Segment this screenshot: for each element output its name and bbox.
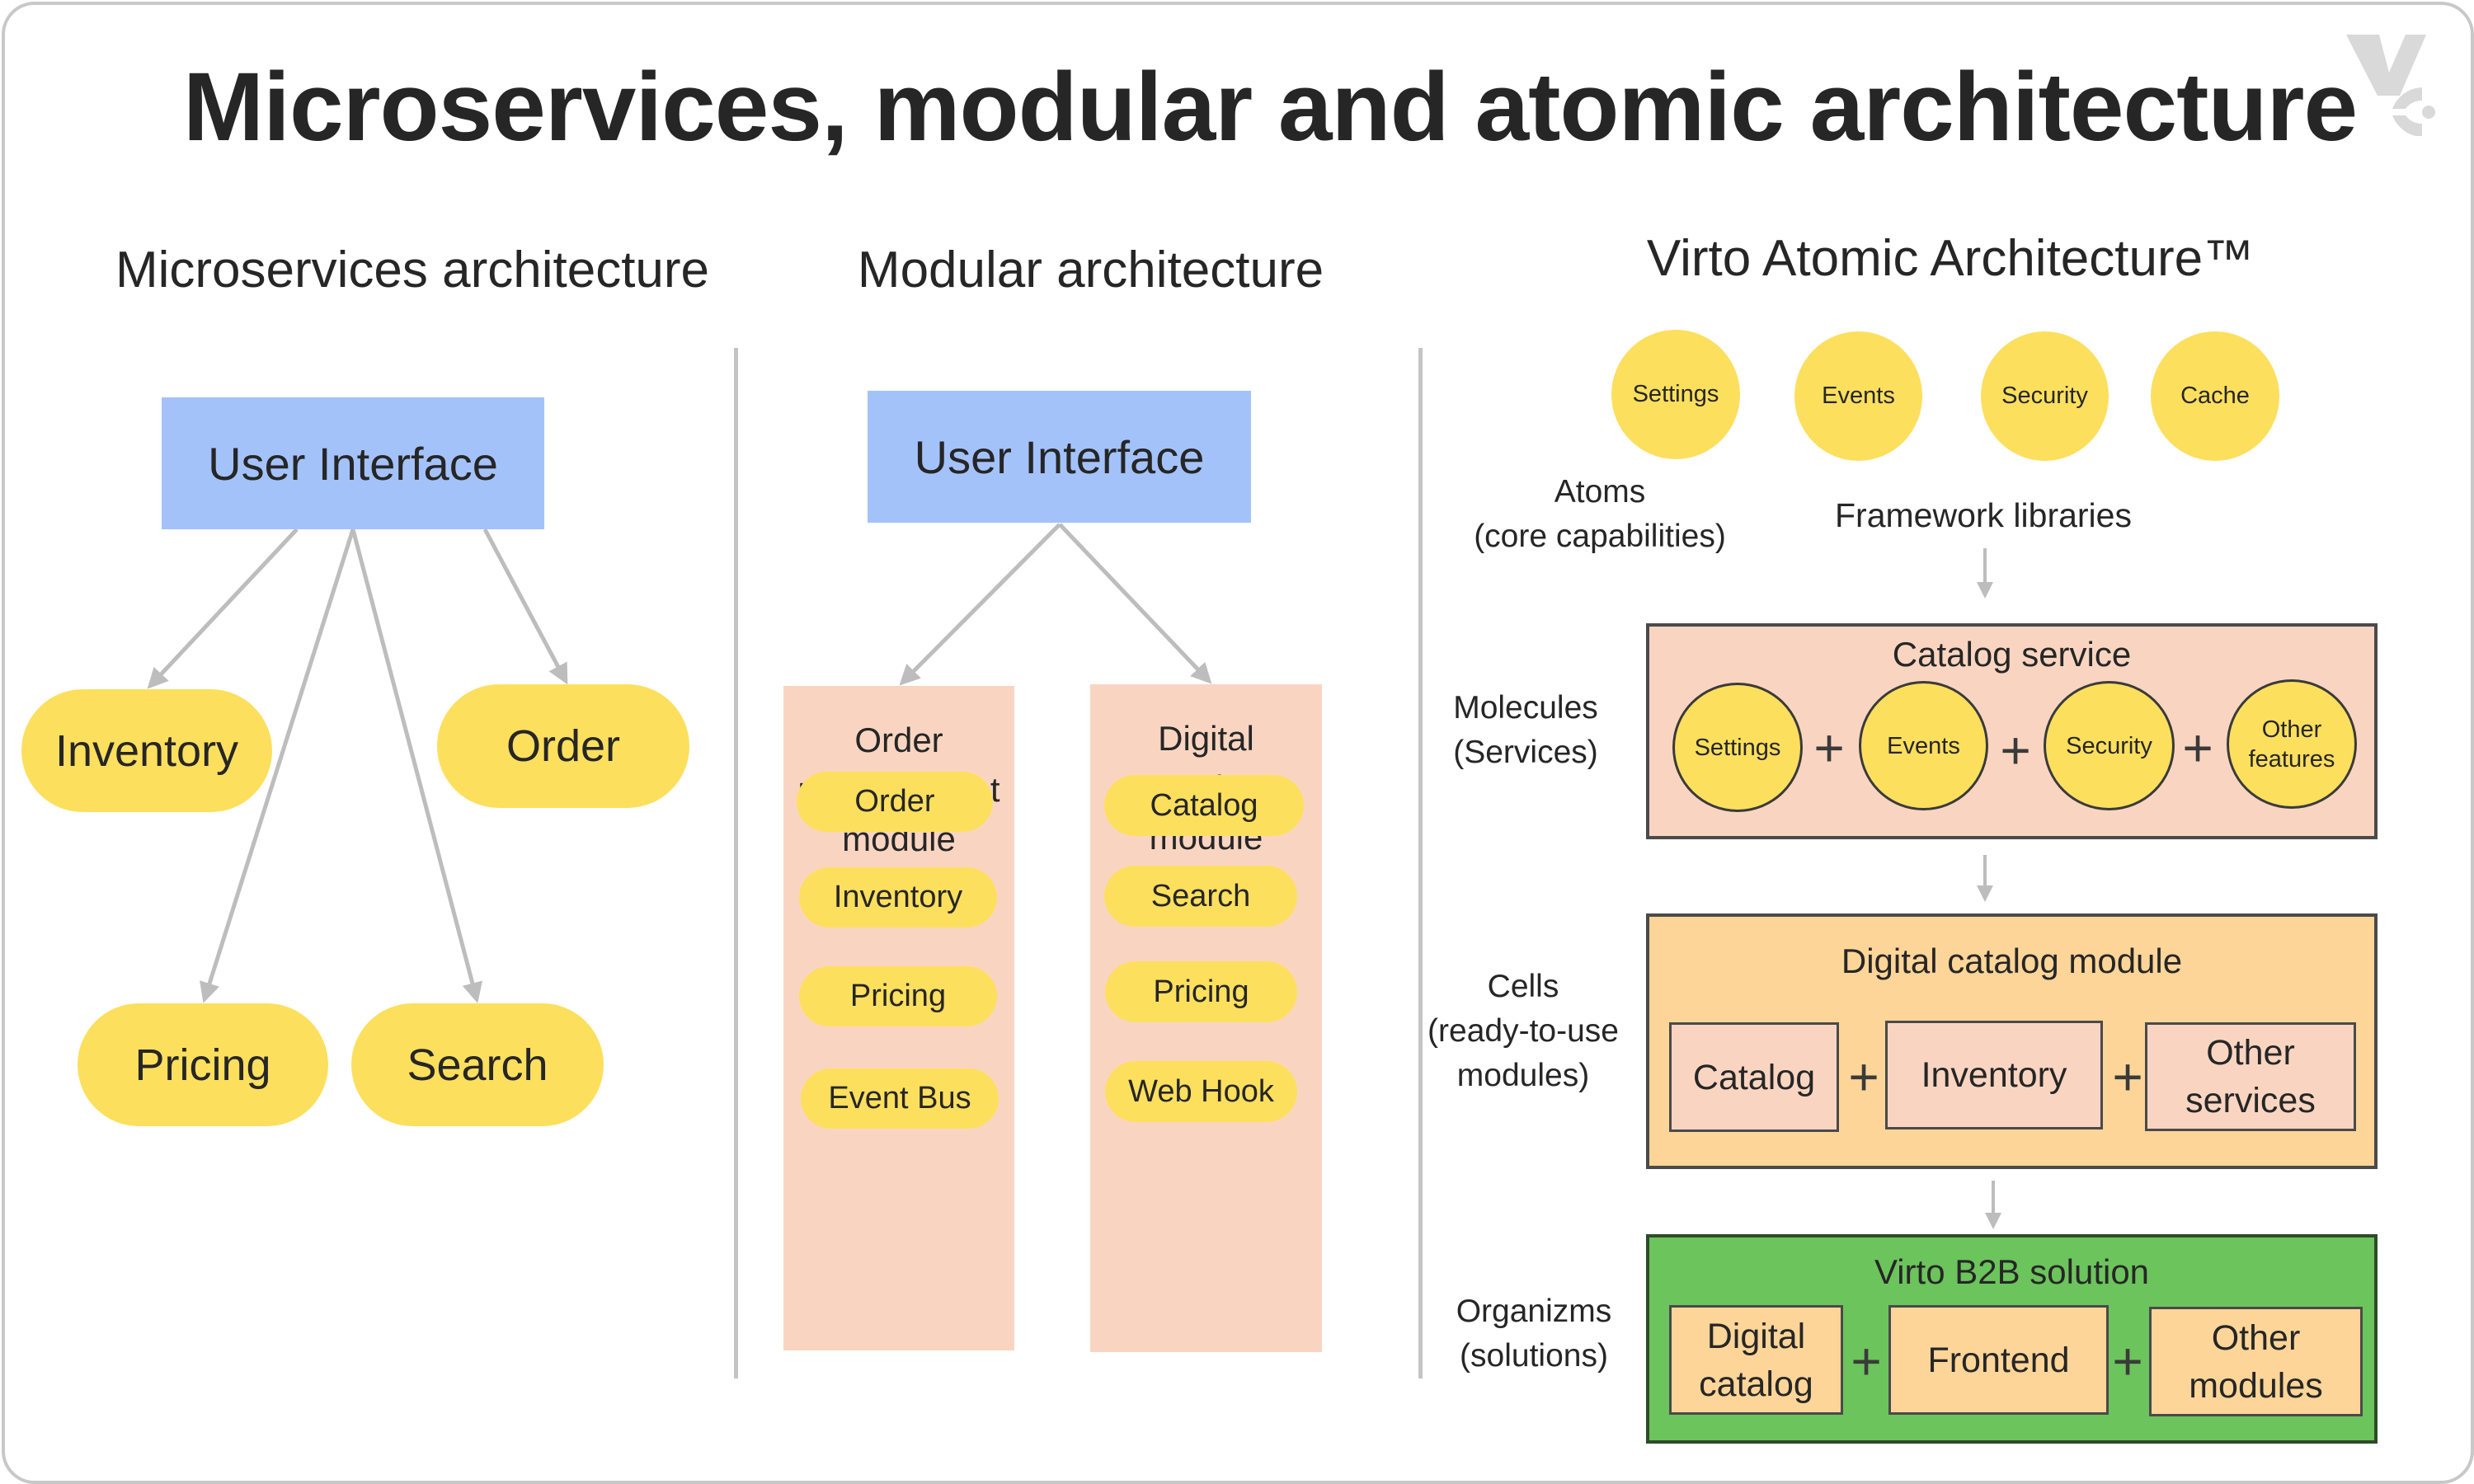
framework-libraries-caption: Framework libraries (1835, 496, 2132, 534)
microservices-user-interface: User Interface (162, 397, 544, 529)
arrow-ui-to-pricing (200, 528, 355, 1003)
order-management-module: Order management module Order Inventory … (783, 686, 1014, 1350)
organism-component: Frontend (1888, 1305, 2109, 1415)
modular-user-interface: User Interface (868, 391, 1251, 523)
module-item: Event Bus (801, 1068, 999, 1129)
service-inventory: Inventory (21, 689, 272, 812)
microservices-heading: Microservices architecture (115, 242, 710, 298)
column-divider (1418, 348, 1423, 1378)
module-item: Pricing (799, 966, 997, 1026)
arrow-ui-to-inventory (147, 528, 299, 689)
arrow-ui-to-order-module (899, 523, 1061, 686)
molecule-atom: Security (2044, 681, 2175, 810)
column-divider (734, 348, 738, 1378)
molecule-box-title: Catalog service (1892, 635, 2132, 674)
service-search: Search (351, 1003, 604, 1126)
module-item: Order (797, 772, 993, 832)
organism-component: Other modules (2149, 1307, 2363, 1416)
atom-cache: Cache (2151, 331, 2279, 461)
module-item: Web Hook (1105, 1061, 1297, 1122)
molecule-atom: Settings (1672, 683, 1803, 812)
atom-security: Security (1981, 331, 2109, 461)
molecule-box-catalog-service: Catalog service Settings + Events + Secu… (1646, 623, 2378, 839)
virto-logo-icon (2346, 35, 2435, 136)
organisms-label: Organizms (solutions) (1456, 1294, 1612, 1374)
atom-events: Events (1794, 331, 1922, 461)
digital-catalog-module: Digital catalog module Catalog Search Pr… (1090, 684, 1322, 1352)
atomic-heading: Virto Atomic Architecture™ (1646, 230, 2255, 287)
plus-icon: + (2112, 1331, 2143, 1391)
service-pricing: Pricing (78, 1003, 328, 1126)
module-item: Pricing (1105, 961, 1297, 1022)
module-item: Catalog (1104, 775, 1304, 836)
plus-icon: + (1813, 718, 1845, 777)
plus-icon: + (2000, 721, 2031, 780)
module-item: Inventory (799, 867, 997, 928)
arrow-ui-to-order (482, 528, 568, 685)
plus-icon: + (2182, 718, 2213, 777)
organism-box-virto-b2b-solution: Virto B2B solution Digital catalog + Fro… (1646, 1234, 2378, 1444)
service-order: Order (437, 684, 689, 808)
arrow-ui-to-catalog-module (1058, 523, 1212, 684)
cells-label: Cells (ready-to-use modules) (1427, 969, 1619, 1093)
arrow-ui-to-search (350, 528, 482, 1003)
molecules-label: Molecules (Services) (1453, 690, 1598, 770)
atoms-label: Atoms (core capabilities) (1474, 474, 1726, 554)
module-item: Search (1104, 866, 1297, 927)
cell-component: Inventory (1885, 1021, 2103, 1129)
molecule-atom: Events (1859, 681, 1988, 810)
plus-icon: + (1851, 1331, 1882, 1391)
molecule-atom: Other features (2227, 679, 2357, 809)
plus-icon: + (2112, 1047, 2143, 1106)
cell-component: Catalog (1669, 1022, 1839, 1132)
cell-box-title: Digital catalog module (1841, 942, 2183, 980)
plus-icon: + (1848, 1047, 1879, 1106)
cell-component: Other services (2145, 1022, 2356, 1131)
organism-box-title: Virto B2B solution (1874, 1252, 2150, 1291)
page-title: Microservices, modular and atomic archit… (182, 53, 2358, 162)
modular-heading: Modular architecture (857, 242, 1324, 298)
atom-settings: Settings (1611, 330, 1740, 459)
cell-box-digital-catalog-module: Digital catalog module Catalog + Invento… (1646, 913, 2378, 1169)
organism-component: Digital catalog (1669, 1305, 1843, 1415)
